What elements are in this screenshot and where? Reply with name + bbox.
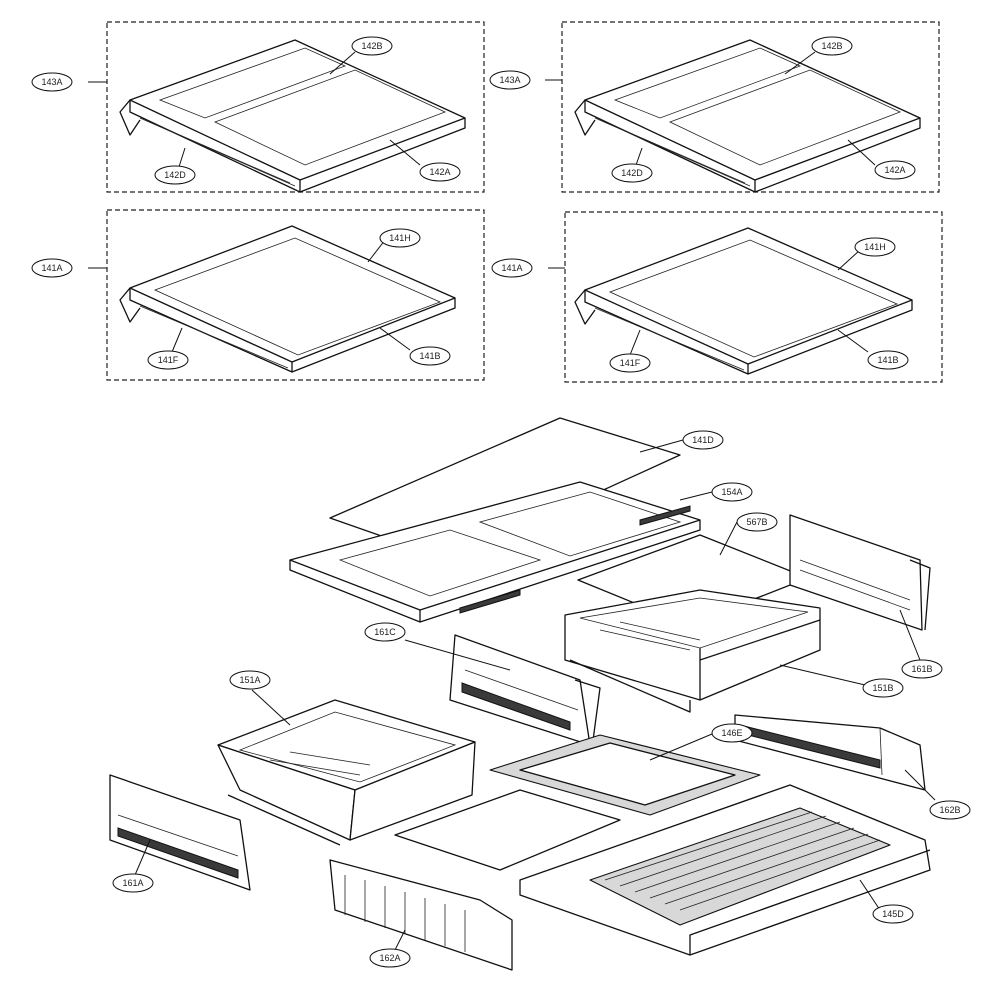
label-145D: 145D	[882, 909, 904, 919]
callout-143A-right: 143A	[489, 70, 531, 90]
label-161B: 161B	[911, 664, 932, 674]
label-151A: 151A	[239, 675, 260, 685]
shelf-frame	[584, 39, 921, 181]
callout-142B-right: 142B	[811, 36, 853, 56]
callout-567B: 567B	[736, 512, 778, 532]
shelf-frame	[129, 39, 466, 181]
dashed-frame	[561, 21, 940, 193]
label-143A-left: 143A	[41, 77, 62, 87]
shelf-assembly-141A-left	[88, 209, 485, 381]
label-141H-left: 141H	[389, 233, 411, 243]
glass-panel-rear	[158, 47, 347, 119]
callout-142D-left: 142D	[154, 165, 196, 185]
callout-141B-left: 141B	[409, 346, 451, 366]
label-146E: 146E	[721, 728, 742, 738]
callout-162B: 162B	[929, 800, 971, 820]
callout-161A: 161A	[112, 873, 154, 893]
label-142D-left: 142D	[164, 170, 186, 180]
label-142D-right: 142D	[621, 168, 643, 178]
label-162A: 162A	[379, 953, 400, 963]
shelf-assembly-143A-left	[88, 21, 485, 193]
panel-161A	[109, 774, 251, 891]
label-154A: 154A	[721, 487, 742, 497]
glass-panel-front	[213, 69, 447, 166]
label-141F-left: 141F	[158, 355, 179, 365]
panel-161B	[789, 514, 923, 631]
callout-labels: 143A 142B 142D 142A 143A 142B 142D 142A …	[31, 36, 971, 968]
callout-142D-right: 142D	[611, 163, 653, 183]
callout-154A: 154A	[711, 482, 753, 502]
label-141B-left: 141B	[419, 351, 440, 361]
label-142A-left: 142A	[429, 167, 450, 177]
callout-141H-left: 141H	[379, 228, 421, 248]
label-142A-right: 142A	[884, 165, 905, 175]
glass-panel-rear	[613, 47, 802, 119]
callout-141F-left: 141F	[147, 350, 189, 370]
label-151B: 151B	[872, 683, 893, 693]
crisper-assembly-exploded	[109, 417, 936, 971]
callout-162A: 162A	[369, 948, 411, 968]
callout-142B-left: 142B	[351, 36, 393, 56]
callout-141D: 141D	[682, 430, 724, 450]
shelf-assembly-141A-right	[548, 211, 943, 383]
label-161A: 161A	[122, 878, 143, 888]
mid-plate	[394, 789, 621, 871]
callout-141B-right: 141B	[867, 350, 909, 370]
dashed-frame	[564, 211, 943, 383]
label-141B-right: 141B	[877, 355, 898, 365]
callout-145D: 145D	[872, 904, 914, 924]
label-141H-right: 141H	[864, 242, 886, 252]
callout-141H-right: 141H	[854, 237, 896, 257]
label-141A-left: 141A	[41, 263, 62, 273]
label-142B-right: 142B	[821, 41, 842, 51]
label-143A-right: 143A	[499, 75, 520, 85]
label-141A-right: 141A	[501, 263, 522, 273]
callout-142A-left: 142A	[419, 162, 461, 182]
callout-141F-right: 141F	[609, 353, 651, 373]
callout-151A: 151A	[229, 670, 271, 690]
label-141F-right: 141F	[620, 358, 641, 368]
callout-161C: 161C	[364, 622, 406, 642]
callout-141A-left: 141A	[31, 258, 73, 278]
callout-146E: 146E	[711, 723, 753, 743]
callout-142A-right: 142A	[874, 160, 916, 180]
callout-141A-right: 141A	[491, 258, 533, 278]
label-567B: 567B	[746, 517, 767, 527]
dashed-frame	[106, 209, 485, 381]
label-162B: 162B	[939, 805, 960, 815]
callout-151B: 151B	[862, 678, 904, 698]
label-142B-left: 142B	[361, 41, 382, 51]
dashed-frame	[106, 21, 485, 193]
label-161C: 161C	[374, 627, 396, 637]
glass-panel	[608, 239, 899, 358]
callout-161B: 161B	[901, 659, 943, 679]
label-141D: 141D	[692, 435, 714, 445]
shelf-assembly-143A-right	[545, 21, 940, 193]
grille-162A	[329, 859, 513, 971]
drawer-151B	[564, 589, 821, 701]
glass-panel-front	[668, 69, 902, 166]
callout-143A-left: 143A	[31, 72, 73, 92]
glass-panel	[153, 237, 442, 356]
